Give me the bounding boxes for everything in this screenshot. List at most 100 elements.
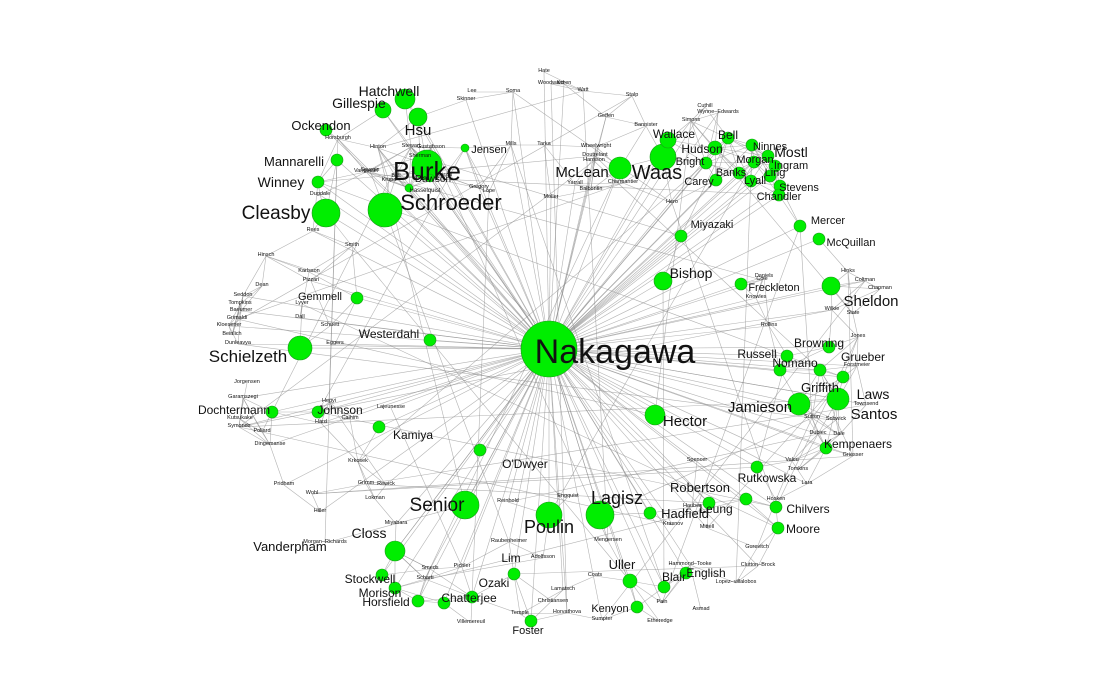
edge: [548, 348, 747, 500]
edge: [317, 155, 596, 183]
node-bishop: [653, 271, 673, 291]
edge: [312, 230, 353, 247]
edge: [410, 146, 432, 149]
edge: [548, 280, 866, 350]
edge: [791, 434, 840, 462]
edge: [548, 348, 603, 621]
node-mercer: [793, 219, 807, 233]
edge: [228, 325, 550, 350]
label-gurevitch: Gurevitch: [745, 544, 769, 550]
edge: [548, 160, 595, 350]
node-griffith: [813, 363, 827, 377]
edge: [691, 460, 698, 508]
edge: [334, 343, 550, 350]
label-jorgensen: Jorgensen: [234, 379, 260, 385]
label-watt: Watt: [577, 87, 589, 93]
label-chatterjee: Chatterjee: [441, 591, 497, 605]
label-ingram: Ingram: [774, 160, 808, 172]
label-skinner: Skinner: [457, 96, 476, 102]
edge: [548, 185, 781, 350]
edge: [464, 147, 480, 189]
edge: [228, 325, 239, 345]
label-pain: Pain: [656, 599, 667, 605]
label-scharti: Scharti: [416, 575, 433, 581]
label-knowles: Knowles: [746, 294, 767, 300]
edge: [317, 170, 371, 183]
edge: [671, 202, 777, 508]
edge: [595, 125, 647, 148]
edge: [443, 147, 466, 177]
label-schuett: Schuett: [321, 322, 340, 328]
label-smith: Smith: [345, 242, 359, 248]
node-nomano: [773, 363, 787, 377]
node-lagisz: [585, 500, 615, 530]
edge: [390, 407, 463, 568]
node-moore: [771, 521, 785, 535]
edge: [548, 225, 801, 350]
edge: [265, 255, 550, 350]
label-simons: Simons: [682, 117, 701, 123]
node-uller: [622, 573, 638, 589]
edge: [548, 348, 708, 529]
label-nakagawa: Nakagawa: [535, 333, 696, 371]
node-lyall: [744, 174, 758, 188]
edge: [381, 348, 550, 576]
label-leung: Leung: [699, 502, 732, 516]
label-carey: Carey: [684, 176, 714, 188]
label-wohl: Wohl: [306, 490, 318, 496]
label-english: English: [686, 566, 725, 580]
label-horvathova: Horvathova: [553, 609, 582, 615]
edge: [410, 146, 550, 350]
edge: [819, 336, 859, 371]
node-carey: [709, 173, 723, 187]
node-o-dwyer: [473, 443, 487, 457]
label-kamiya: Kamiya: [393, 428, 433, 442]
label-jensen: Jensen: [471, 144, 506, 156]
edge: [512, 91, 673, 204]
edge: [706, 527, 758, 549]
edge: [299, 347, 550, 350]
edge: [791, 460, 808, 485]
label-calhim: Calhim: [341, 415, 359, 421]
label-dawson: Dawson: [415, 174, 451, 185]
edge: [461, 348, 550, 568]
label-lyver: Lyver: [295, 300, 308, 306]
label-kloesener: Kloesener: [217, 322, 242, 328]
edge: [548, 285, 832, 350]
edge: [714, 147, 769, 157]
edge: [271, 348, 550, 413]
edge: [548, 106, 706, 350]
label-uller: Uller: [609, 557, 636, 572]
node-chandler: [772, 188, 786, 202]
edge: [690, 112, 719, 122]
label-stevens: Stevens: [779, 182, 819, 194]
edge: [320, 418, 351, 424]
label-mclean: McLean: [555, 164, 608, 181]
node-schroeder: [367, 192, 403, 228]
edge: [548, 348, 674, 526]
label-bannister: Bannister: [634, 122, 657, 128]
node-horsfield: [411, 594, 425, 608]
edge: [349, 418, 359, 463]
edge: [464, 144, 512, 149]
edge: [377, 147, 550, 350]
label-layer: NakagawaBurkeSchroederCleasbySeniorPouli…: [198, 68, 899, 637]
label-cleasby: Cleasby: [242, 203, 311, 224]
edge: [799, 225, 813, 419]
label-lajeunesse: Lajeunesse: [377, 404, 405, 410]
edge: [408, 175, 445, 189]
edge: [817, 433, 840, 436]
label-vangestel: Vangestel: [354, 168, 378, 174]
edge: [308, 245, 353, 273]
edge: [548, 348, 781, 371]
label-beinlich: Beinlich: [222, 331, 241, 337]
node-grueber: [836, 370, 850, 384]
edge: [550, 189, 592, 199]
edge: [240, 295, 244, 312]
edge: [513, 348, 550, 575]
edge: [582, 90, 633, 97]
edge: [852, 288, 881, 315]
edge: [745, 498, 779, 529]
node-nakagawa: [520, 320, 578, 378]
label-tompkins: Tompkins: [228, 300, 251, 306]
